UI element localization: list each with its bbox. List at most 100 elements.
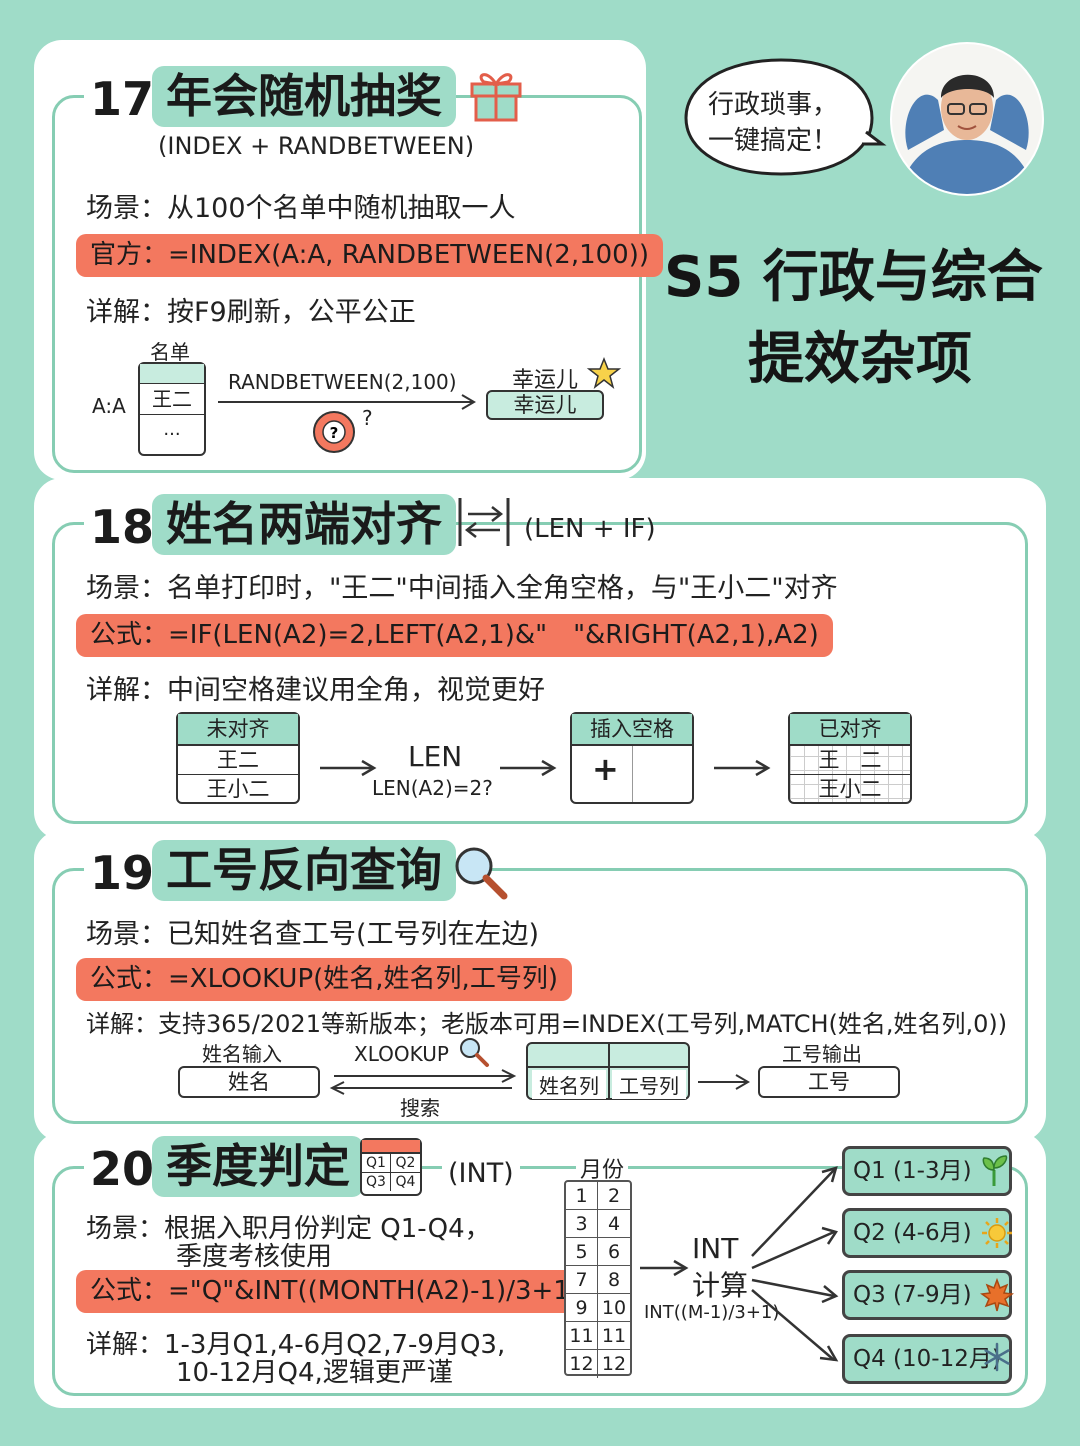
section-20-detail-line-1: 详解：1-3月Q1,4-6月Q2,7-9月Q3,: [86, 1330, 506, 1360]
calendar-q1: Q1: [362, 1154, 391, 1173]
len-label: LEN: [408, 740, 463, 773]
sun-icon: [982, 1218, 1012, 1248]
star-icon: [586, 356, 622, 389]
section-20-number: 20: [84, 1146, 161, 1192]
name-input-box: 姓名: [178, 1066, 320, 1098]
quarter-q4: Q4 (10-12月): [842, 1334, 1012, 1384]
maple-leaf-icon: [980, 1277, 1014, 1312]
bidirectional-arrow-icon: [329, 1069, 517, 1095]
section-18-frame: [52, 522, 1028, 824]
list-cell-2: ...: [163, 419, 181, 440]
aligned-table: 已对齐 王 二 王小二: [788, 712, 912, 804]
month-cell: 3: [566, 1210, 598, 1238]
int-formula-label: INT((M-1)/3+1): [644, 1302, 780, 1323]
section-17-number: 17: [84, 76, 161, 122]
section-20-scene-line-1: 场景：根据入职月份判定 Q1-Q4，: [86, 1214, 491, 1244]
month-cell: 2: [598, 1182, 630, 1210]
month-cell: 12: [601, 1353, 627, 1375]
branch-arrows: [751, 1166, 839, 1362]
unaligned-row-1: 王二: [178, 746, 298, 775]
unaligned-row-2: 王小二: [206, 777, 270, 801]
int-label: INT: [692, 1232, 739, 1265]
section-19-scene: 场景：已知姓名查工号(工号列在左边): [86, 919, 540, 950]
column-label: A:A: [92, 394, 126, 418]
calc-label: 计算: [692, 1269, 749, 1302]
name-input-label: 姓名输入: [202, 1042, 282, 1066]
section-18-title: 姓名两端对齐: [152, 494, 456, 555]
dice-icon: ?: [313, 411, 355, 453]
magnifier-icon: [460, 1038, 489, 1067]
swap-arrows-icon: [458, 498, 510, 546]
speech-line-2: 一键搞定！: [708, 126, 839, 156]
arrow-right-icon: [698, 1074, 750, 1090]
month-cell: 4: [598, 1210, 630, 1238]
month-cell: 7: [566, 1266, 598, 1294]
month-label: 月份: [576, 1152, 629, 1184]
section-18-detail: 详解：中间空格建议用全角，视觉更好: [86, 675, 545, 706]
plus-icon: +: [592, 750, 619, 788]
snowflake-icon: [984, 1342, 1010, 1372]
month-cell: 9: [566, 1294, 598, 1322]
section-20-detail-line-2: 10-12月Q4,逻辑更严谨: [176, 1358, 453, 1388]
month-cell: 11: [598, 1322, 630, 1350]
id-output-label: 工号输出: [782, 1042, 862, 1066]
section-18-scene: 场景：名单打印时，"王二"中间插入全角空格，与"王小二"对齐: [86, 573, 838, 604]
section-18-formula: 公式：=IF(LEN(A2)=2,LEFT(A2,1)&" "&RIGHT(A2…: [76, 614, 833, 657]
section-20-title: 季度判定: [152, 1136, 364, 1197]
section-20-formula: 公式：="Q"&INT((MONTH(A2)-1)/3+1): [76, 1270, 594, 1313]
section-20-frame: [52, 1166, 1028, 1396]
gift-icon: [470, 73, 522, 122]
section-19-title: 工号反向查询: [152, 840, 456, 901]
section-19-detail: 详解：支持365/2021等新版本；老版本可用=INDEX(工号列,MATCH(…: [86, 1010, 1008, 1038]
section-19-number: 19: [84, 850, 161, 896]
month-cell: 1: [566, 1182, 598, 1210]
aligned-row-2: 王小二: [818, 777, 882, 801]
section-17-formula: 官方：=INDEX(A:A, RANDBETWEEN(2,100)): [76, 234, 664, 277]
len-check-label: LEN(A2)=2?: [372, 776, 493, 800]
id-column-label: 工号列: [612, 1070, 686, 1099]
month-cell: 5: [566, 1238, 598, 1266]
section-17-scene: 场景：从100个名单中随机抽取一人: [86, 193, 516, 224]
randbetween-label: RANDBETWEEN(2,100): [228, 370, 457, 394]
arrow-right-icon: [320, 759, 377, 777]
section-20-subtitle: (INT): [442, 1158, 520, 1189]
month-cell: 8: [598, 1266, 630, 1294]
sprout-icon: [982, 1155, 1008, 1186]
section-18-subtitle: (LEN + IF): [524, 514, 656, 544]
quarter-q1: Q1 (1-3月): [842, 1146, 1012, 1196]
section-19-frame: [52, 868, 1028, 1124]
svg-text:?: ?: [330, 424, 339, 442]
quarter-q3: Q3 (7-9月): [842, 1270, 1012, 1320]
name-column-label: 姓名列: [532, 1070, 606, 1099]
insert-space-table: 插入空格 +: [570, 712, 694, 804]
xlookup-label: XLOOKUP: [354, 1042, 449, 1066]
section-18-number: 18: [84, 504, 161, 550]
calendar-q3: Q3: [362, 1173, 391, 1191]
calendar-q4: Q4: [395, 1174, 416, 1190]
month-cell: 11: [566, 1322, 598, 1350]
arrow-right-icon: [714, 759, 771, 777]
list-cell-1: 王二: [140, 384, 204, 415]
page-heading-line-1: S5 行政与综合: [664, 245, 1043, 310]
speech-line-1: 行政琐事，: [708, 90, 839, 120]
aligned-row-1: 王 二: [790, 746, 910, 775]
unaligned-header: 未对齐: [178, 714, 298, 746]
page-heading-line-2: 提效杂项: [748, 327, 972, 392]
id-output-box: 工号: [758, 1066, 900, 1098]
lookup-table: 姓名列 工号列: [526, 1042, 690, 1100]
arrow-right-icon: [640, 1259, 689, 1277]
month-cell: 12: [566, 1350, 598, 1378]
arrow-right-icon: [500, 759, 557, 777]
lucky-result-box: 幸运儿: [486, 390, 604, 420]
unaligned-table: 未对齐 王二 王小二: [176, 712, 300, 804]
magnifier-icon: [455, 847, 508, 900]
calendar-icon: Q1 Q2 Q3 Q4: [360, 1138, 422, 1196]
month-table: 1 2 3 4 5 6 7 8 9 10 11 11 12 12: [564, 1180, 632, 1378]
aligned-header: 已对齐: [790, 714, 910, 746]
month-cell: 10: [598, 1294, 630, 1322]
arrow-right-icon: [218, 394, 476, 410]
name-list-column: 王二 ...: [138, 362, 206, 456]
section-17-title: 年会随机抽奖: [152, 66, 456, 127]
insert-space-header: 插入空格: [572, 714, 692, 746]
list-label: 名单: [150, 340, 190, 364]
